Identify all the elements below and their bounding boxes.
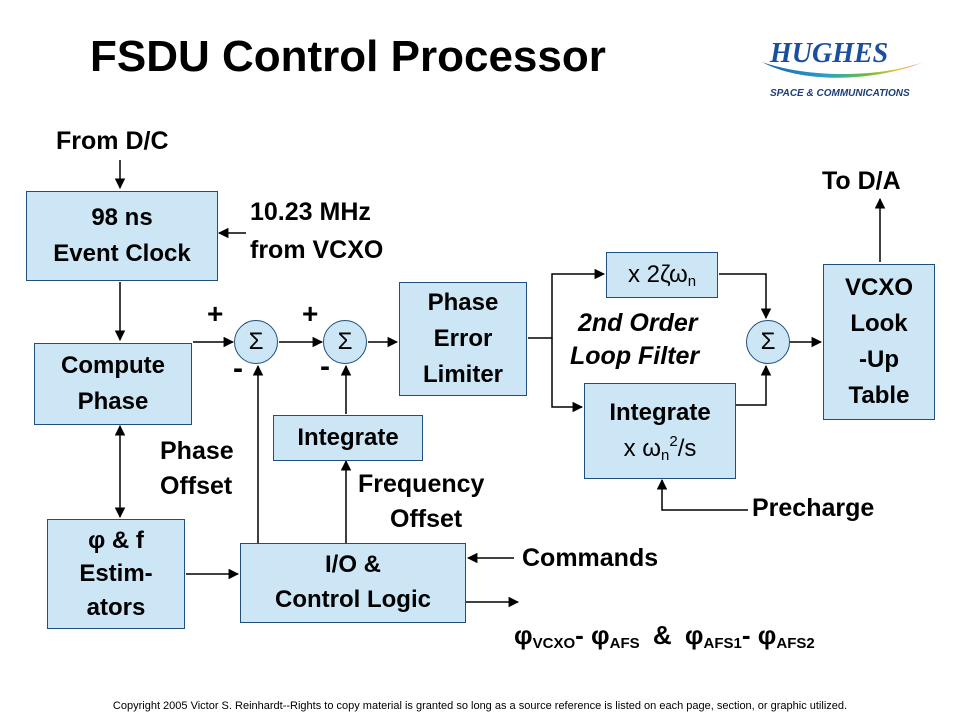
- phi-symbol: φ: [757, 620, 777, 650]
- from-dc-label: From D/C: [56, 127, 169, 155]
- compute-phase-block: Compute Phase: [34, 343, 192, 425]
- phi-symbol: φ: [514, 620, 533, 650]
- commands-label: Commands: [522, 544, 659, 572]
- summing-junction-3: Σ: [746, 320, 790, 364]
- summing-junction-1: Σ: [234, 320, 278, 364]
- limiter-line1: Phase: [427, 289, 499, 316]
- gain-text: x 2ζω: [627, 260, 688, 288]
- to-da-label: To D/A: [822, 167, 901, 195]
- sum2-minus-sign: -: [320, 350, 330, 383]
- formula-term-4: AFS2: [776, 635, 815, 652]
- formula-dash-1: -: [575, 620, 584, 650]
- vcxo-table-block: VCXO Look -Up Table: [823, 264, 935, 420]
- integrate-right-suffix: /s: [677, 434, 697, 462]
- loop-filter-label-1: 2nd Order: [578, 309, 698, 337]
- compute-phase-line2: Phase: [77, 388, 149, 415]
- sum1-plus-sign: +: [207, 298, 224, 329]
- formula-dash-2: -: [741, 620, 751, 650]
- logo-swoosh: [762, 62, 924, 78]
- integrate-mid-block: Integrate: [273, 415, 423, 461]
- wire-limiter-split: [528, 268, 606, 339]
- integrate-right-block: Integrate x ωn2/s: [584, 383, 736, 479]
- estimators-line3: ators: [86, 593, 146, 621]
- precharge-label: Precharge: [752, 494, 875, 522]
- estimators-line1: φ & f: [88, 526, 144, 554]
- copyright-notice: Copyright 2005 Victor S. Reinhardt--Righ…: [112, 700, 848, 712]
- wire-integrate-sum3: [736, 364, 772, 406]
- summing-junction-2: Σ: [323, 320, 367, 364]
- integrate-right-sub: n: [661, 446, 670, 464]
- phase-error-limiter-block: Phase Error Limiter: [399, 282, 527, 396]
- phi-symbol: φ: [591, 620, 610, 650]
- estimators-block: φ & f Estim- ators: [47, 519, 185, 629]
- page-title: FSDU Control Processor: [90, 32, 606, 81]
- integrate-right-line1: Integrate: [609, 398, 711, 426]
- gain-block: x 2ζωn: [606, 252, 718, 298]
- vcxo-line4: Table: [848, 382, 910, 409]
- event-clock-line2: Event Clock: [53, 240, 191, 267]
- vcxo-source-label-2: from VCXO: [250, 236, 384, 264]
- output-formula: φVCXO- φAFS & φAFS1- φAFS2: [514, 620, 815, 652]
- vcxo-line3: -Up: [859, 346, 899, 373]
- vcxo-source-label-1: 10.23 MHz: [250, 198, 371, 226]
- logo-brand: HUGHES: [769, 38, 888, 69]
- phi-symbol: φ: [684, 620, 704, 650]
- estimators-line2: Estim-: [79, 560, 153, 588]
- sum1-minus-sign: -: [233, 352, 243, 385]
- wire-split-integrate: [551, 338, 584, 413]
- limiter-line2: Error: [433, 325, 493, 352]
- sum2-plus-sign: +: [302, 298, 319, 329]
- formula-ampersand: &: [652, 620, 672, 650]
- loop-filter-label-2: Loop Filter: [570, 342, 700, 370]
- io-control-line2: Control Logic: [275, 586, 431, 613]
- event-clock-block: 98 ns Event Clock: [26, 191, 218, 281]
- wire-precharge: [656, 478, 748, 511]
- io-control-block: I/O & Control Logic: [240, 543, 466, 623]
- formula-term-2: AFS: [609, 635, 640, 652]
- phase-offset-label-2: Offset: [160, 472, 233, 500]
- formula-term-1: VCXO: [532, 635, 576, 652]
- freq-offset-label-2: Offset: [390, 505, 463, 533]
- integrate-right-sup: 2: [669, 432, 678, 450]
- event-clock-line1: 98 ns: [91, 204, 153, 231]
- logo-tagline: SPACE & COMMUNICATIONS: [770, 88, 910, 99]
- formula-term-3: AFS1: [703, 635, 742, 652]
- compute-phase-line1: Compute: [61, 352, 165, 379]
- integrate-right-prefix: x ω: [623, 434, 662, 462]
- wire-gain-sum3: [719, 273, 772, 320]
- vcxo-line2: Look: [850, 310, 908, 337]
- gain-subscript: n: [687, 272, 697, 290]
- io-control-line1: I/O &: [324, 551, 381, 579]
- hughes-logo: HUGHES SPACE & COMMUNICATIONS: [762, 38, 924, 99]
- integrate-mid-line1: Integrate: [297, 424, 399, 451]
- vcxo-line1: VCXO: [844, 274, 913, 301]
- freq-offset-label-1: Frequency: [358, 470, 485, 498]
- limiter-line3: Limiter: [422, 361, 503, 388]
- phase-offset-label-1: Phase: [160, 437, 234, 465]
